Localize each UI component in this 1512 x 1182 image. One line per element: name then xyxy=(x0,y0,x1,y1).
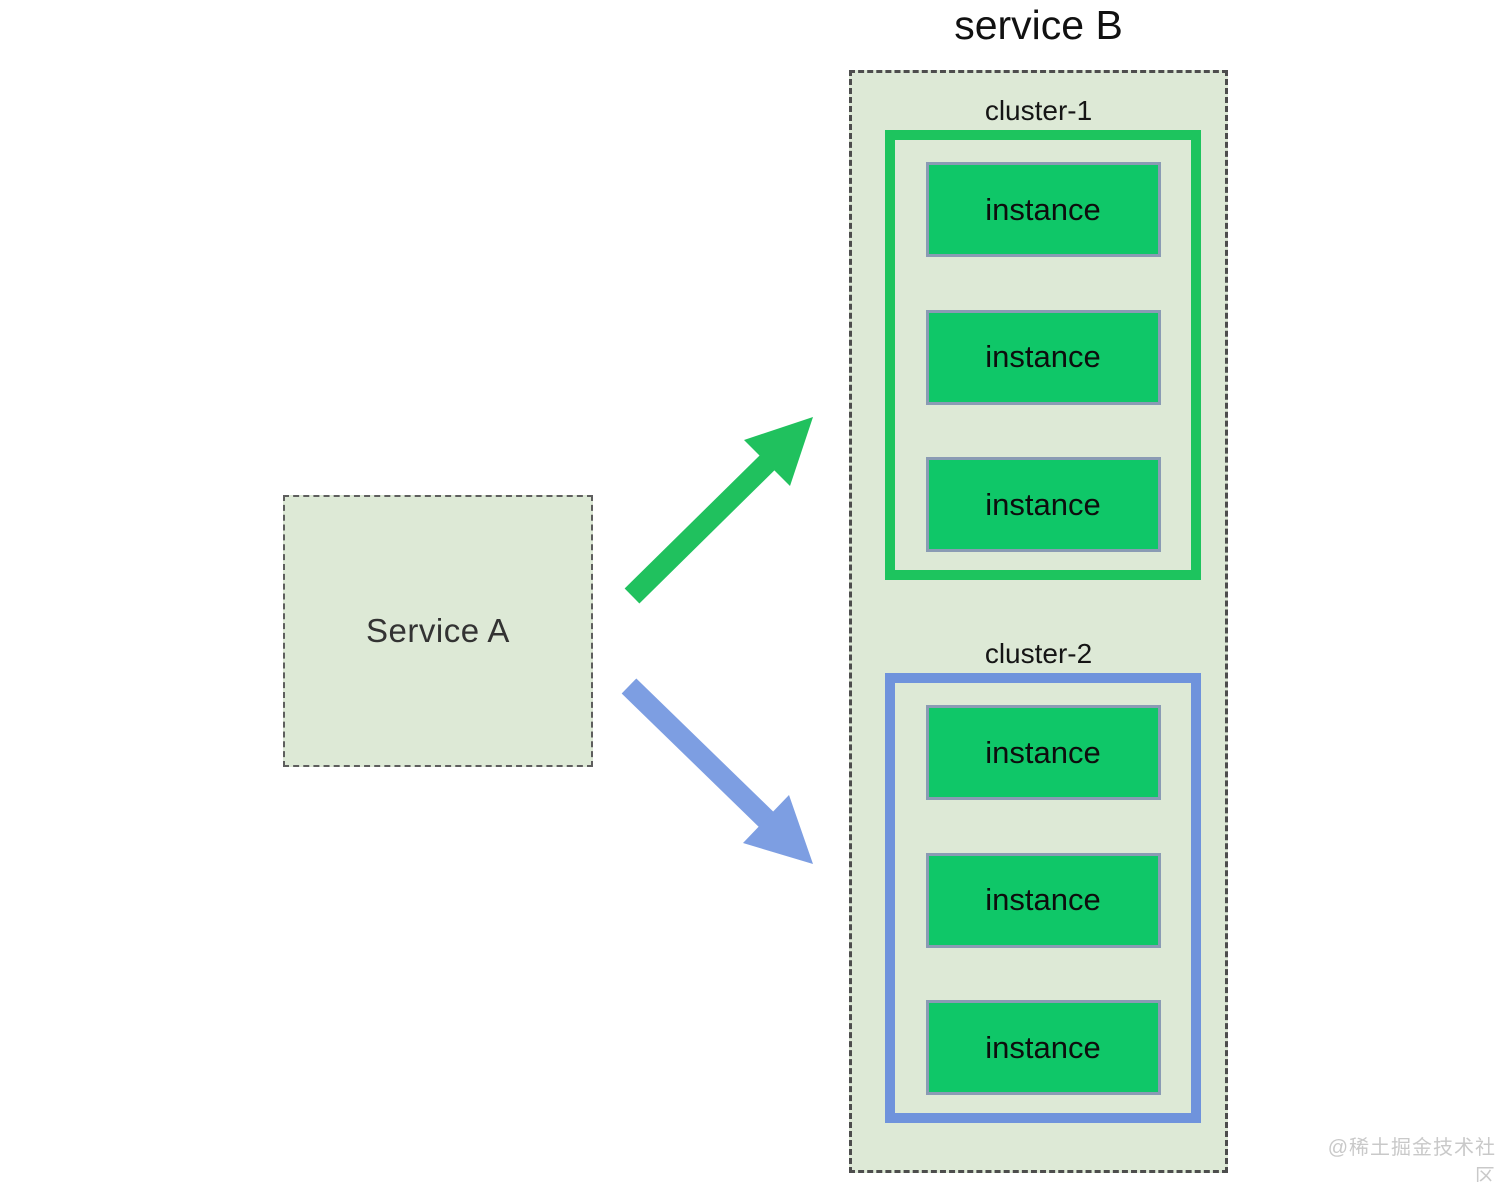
arrow-to-cluster-1 xyxy=(624,417,813,604)
instance-box: instance xyxy=(925,1000,1161,1095)
cluster-1-label: cluster-1 xyxy=(984,95,1093,126)
instance-box: instance xyxy=(925,162,1161,257)
arrow-to-cluster-1-head xyxy=(744,417,813,486)
arrow-to-cluster-2-shaft xyxy=(621,678,782,835)
cluster-2-box: instance instance instance xyxy=(885,673,1201,1123)
service-b-box: cluster-1 instance instance instance clu… xyxy=(849,70,1228,1173)
cluster-2-label: cluster-2 xyxy=(984,638,1093,669)
instance-box: instance xyxy=(925,705,1161,800)
instance-box: instance xyxy=(925,309,1161,405)
instance-box: instance xyxy=(925,852,1161,948)
watermark: @稀土掘金技术社区 xyxy=(1327,1137,1496,1182)
arrow-to-cluster-1-shaft xyxy=(624,447,783,604)
cluster-1-box: instance instance instance xyxy=(885,130,1201,580)
arrow-to-cluster-2-head xyxy=(743,795,813,864)
service-a-box: Service A xyxy=(283,495,593,767)
arrow-to-cluster-2 xyxy=(621,678,813,864)
instance-box: instance xyxy=(925,457,1161,552)
service-a-label: Service A xyxy=(366,612,510,649)
service-b-title: service B xyxy=(954,2,1123,48)
